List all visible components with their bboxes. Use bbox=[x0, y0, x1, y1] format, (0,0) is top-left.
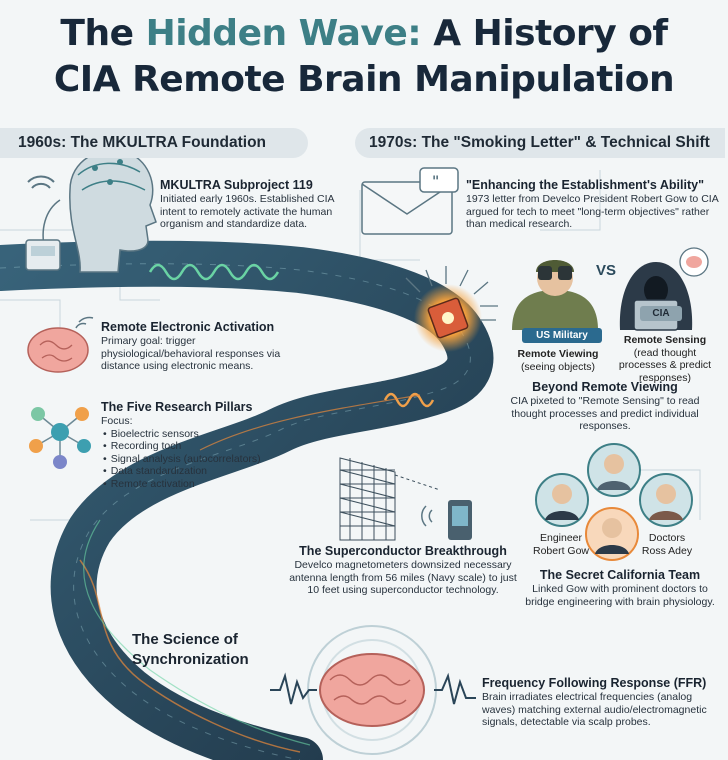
envelope-icon: " bbox=[361, 167, 459, 235]
brain-icon bbox=[27, 327, 89, 373]
superconductor-body: Develco magnetometers downsized necessar… bbox=[289, 559, 517, 596]
team-heading: The Secret California Team bbox=[539, 568, 701, 582]
remote-sensing-sub: (read thought processes & predict respon… bbox=[618, 346, 712, 384]
doctors-role: Doctors bbox=[648, 532, 686, 544]
engineer-name: Robert Gow bbox=[532, 544, 590, 557]
sync-line2: Synchronization bbox=[132, 651, 249, 668]
era-header-1960s: 1960s: The MKULTRA Foundation bbox=[0, 128, 308, 158]
network-icon bbox=[29, 407, 91, 469]
pillars-heading: The Five Research Pillars bbox=[101, 400, 253, 414]
beyond-section: Beyond Remote Viewing CIA pixeted to "Re… bbox=[505, 380, 705, 433]
remote-sensing-title: Remote Sensing bbox=[623, 334, 707, 346]
signal-wave-right bbox=[434, 672, 476, 705]
era-header-1970s: 1970s: The "Smoking Letter" & Technical … bbox=[355, 128, 725, 158]
sync-line1: The Science of bbox=[132, 631, 238, 648]
letter-body: 1973 letter from Develco President Rober… bbox=[466, 193, 719, 230]
person-portrait-icon bbox=[535, 443, 693, 561]
monitor-device-icon bbox=[25, 239, 61, 271]
page-title: The Hidden Wave: A History of bbox=[0, 12, 728, 56]
list-item: Recording toch bbox=[111, 440, 301, 453]
signal-wave-left bbox=[270, 672, 317, 705]
brain-bubble-icon bbox=[679, 247, 709, 277]
ffr-heading: Frequency Following Response (FFR) bbox=[482, 676, 707, 690]
cia-badge: CIA bbox=[640, 306, 682, 321]
title-part1: The bbox=[60, 13, 134, 54]
list-item: Remote activation bbox=[111, 478, 301, 491]
green-wave bbox=[148, 263, 280, 281]
sync-section: The Science of Synchronization bbox=[132, 630, 292, 670]
doctors-name: Ross Adey bbox=[641, 544, 693, 557]
vs-label: VS bbox=[596, 262, 617, 279]
list-item: Bioelectric sensors bbox=[111, 428, 301, 441]
team-section: The Secret California Team Linked Gow wi… bbox=[520, 568, 720, 608]
engineer-label: Engineer Robert Gow bbox=[526, 532, 596, 557]
large-brain-icon bbox=[307, 625, 437, 755]
beyond-body: CIA pixeted to "Remote Sensing" to read … bbox=[510, 395, 700, 432]
page-title-line2: CIA Remote Brain Manipulation bbox=[53, 59, 675, 100]
ffr-section: Frequency Following Response (FFR) Brain… bbox=[482, 676, 716, 729]
orange-wave bbox=[383, 392, 435, 408]
engineer-role: Engineer bbox=[539, 532, 583, 544]
antenna-tower-icon bbox=[339, 457, 441, 541]
soldier-binoculars-icon bbox=[512, 260, 598, 330]
us-military-badge: US Military bbox=[522, 328, 602, 343]
beyond-heading: Beyond Remote Viewing bbox=[532, 380, 678, 394]
letter-section: "Enhancing the Establishment's Ability" … bbox=[466, 178, 721, 231]
superconductor-heading: The Superconductor Breakthrough bbox=[299, 544, 507, 558]
mkultra-body: Initiated early 1960s. Established CIA i… bbox=[160, 193, 334, 230]
chip-icon bbox=[405, 266, 498, 352]
remote-viewing-caption: Remote Viewing (seeing objects) bbox=[508, 348, 608, 373]
superconductor-section: The Superconductor Breakthrough Develco … bbox=[286, 544, 520, 597]
svg-text:": " bbox=[432, 174, 439, 190]
ffr-body: Brain irradiates electrical frequencies … bbox=[482, 691, 707, 728]
pillars-intro: Focus: bbox=[101, 415, 133, 427]
letter-heading: "Enhancing the Establishment's Ability" bbox=[466, 178, 705, 192]
winding-road bbox=[0, 240, 494, 760]
remote-sensing-caption: Remote Sensing (read thought processes &… bbox=[610, 334, 720, 384]
pillars-list: Bioelectric sensors Recording toch Signa… bbox=[101, 428, 301, 491]
pillars-section: The Five Research Pillars Focus: Bioelec… bbox=[101, 400, 301, 490]
doctors-label: Doctors Ross Adey bbox=[632, 532, 702, 557]
list-item: Signal analysis (autocorrelators) bbox=[111, 453, 301, 466]
remote-viewing-title: Remote Viewing bbox=[517, 348, 599, 360]
wifi-icon bbox=[27, 175, 55, 189]
server-icon bbox=[421, 500, 472, 540]
remote-viewing-sub: (seeing objects) bbox=[520, 360, 596, 373]
activation-body: Primary goal: trigger physiological/beha… bbox=[101, 335, 281, 372]
title-highlight: Hidden Wave: bbox=[145, 13, 422, 54]
title-part2: A History of bbox=[433, 13, 668, 54]
activation-section: Remote Electronic Activation Primary goa… bbox=[101, 320, 281, 373]
mkultra-section: MKULTRA Subproject 119 Initiated early 1… bbox=[160, 178, 335, 231]
team-body: Linked Gow with prominent doctors to bri… bbox=[525, 583, 715, 608]
list-item: Data standardization bbox=[111, 465, 301, 478]
mkultra-heading: MKULTRA Subproject 119 bbox=[160, 178, 313, 192]
activation-heading: Remote Electronic Activation bbox=[101, 320, 275, 334]
